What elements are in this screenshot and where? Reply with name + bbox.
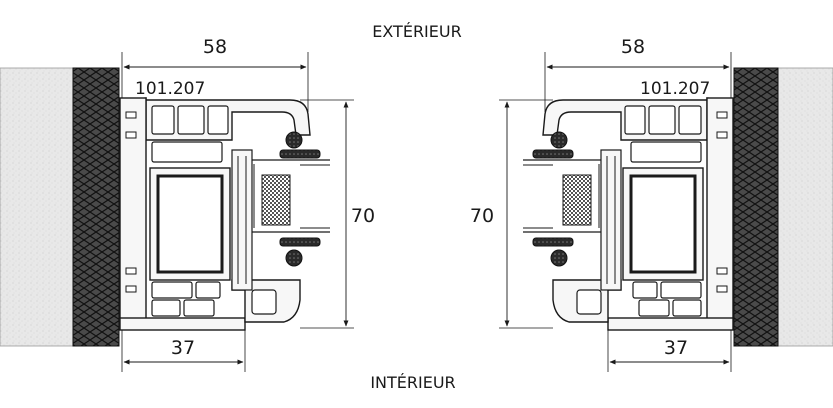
left-gaskets <box>279 131 321 267</box>
right-section: 58 101.207 70 37 <box>470 36 833 372</box>
right-dim-37-label: 37 <box>664 337 688 359</box>
exterior-label: EXTÉRIEUR <box>372 22 461 41</box>
left-bottom-chambers <box>151 281 277 317</box>
right-bottom-chambers <box>576 281 702 317</box>
left-dim-37: 37 <box>121 322 246 372</box>
left-glazing <box>252 159 330 233</box>
interior-label: INTÉRIEUR <box>370 373 455 392</box>
left-top-chambers <box>151 105 229 163</box>
right-top-chambers <box>624 105 702 163</box>
right-gaskets <box>532 131 574 267</box>
left-section: 58 101.207 70 37 <box>0 36 375 372</box>
left-wall <box>0 67 74 347</box>
right-frame-notches <box>716 111 728 293</box>
right-dim-lines <box>499 52 732 372</box>
left-dim-70: 70 <box>300 99 375 329</box>
left-insulation <box>72 67 120 347</box>
right-dim-58-label: 58 <box>621 36 645 58</box>
right-profile-code: 101.207 <box>640 79 710 99</box>
left-dim-70-label: 70 <box>351 205 375 227</box>
left-dim-37-label: 37 <box>171 337 195 359</box>
left-sash-profile <box>149 149 253 291</box>
right-insulation <box>733 67 779 347</box>
right-glazing <box>523 159 601 233</box>
left-profile-code: 101.207 <box>135 79 205 99</box>
left-dim-58: 58 <box>121 36 309 112</box>
left-dim-58-label: 58 <box>203 36 227 58</box>
right-wall <box>777 67 833 347</box>
right-sash-profile <box>600 149 704 291</box>
right-dim-70-label: 70 <box>470 205 494 227</box>
left-frame-notches <box>125 111 137 293</box>
